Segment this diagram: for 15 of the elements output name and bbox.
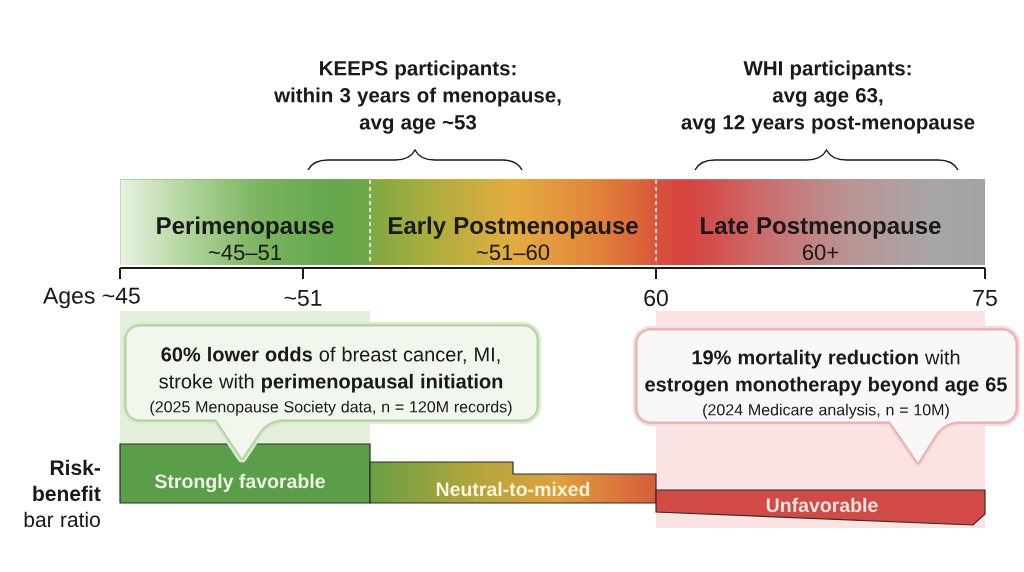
risk-bar: Strongly favorable xyxy=(119,443,371,504)
risk-bar: Unfavorable xyxy=(655,489,986,526)
tick-label: 75 xyxy=(973,289,997,306)
callout-box: 19% mortality reduction with estrogen monotherapy beyond age 65 (2024 Medicare analysis, n = 10M) xyxy=(633,326,1020,467)
row-label: Risk-benefit bar ratio xyxy=(24,459,101,528)
risk-bar: Neutral-to-mixed xyxy=(369,461,657,504)
tick-label: Ages ~45 xyxy=(43,287,140,309)
phase-band: Early Postmenopause ~51–60 xyxy=(370,179,656,266)
bracket-label: WHI participants: avg age 63, avg 12 years post-menopause xyxy=(681,60,975,134)
tick-label: ~51 xyxy=(284,289,322,306)
callout-box: 60% lower odds of breast cancer, MI, stroke with perimenopausal initiation (2025 Menopause Society data, n = 120M records) xyxy=(122,322,541,463)
phase-band: Late Postmenopause 60+ xyxy=(656,179,985,266)
tick-label: 60 xyxy=(644,289,668,307)
phase-band: Perimenopause ~45–51 xyxy=(120,179,370,266)
bracket-label: KEEPS participants: within 3 years of menopause, avg age ~53 xyxy=(274,60,561,134)
